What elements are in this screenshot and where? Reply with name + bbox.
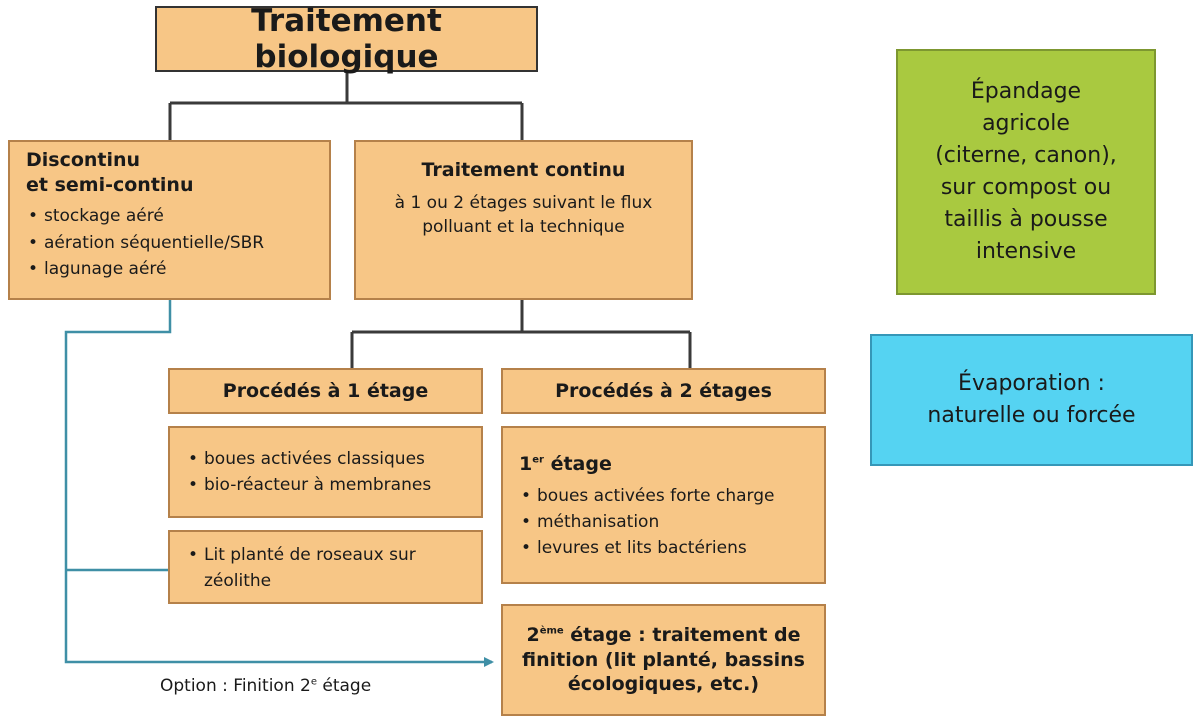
continu-box: Traitement continu à 1 ou 2 étages suiva… bbox=[354, 140, 693, 300]
option-label-sup: e bbox=[310, 676, 317, 688]
second-stage-box: 2ème étage : traitement de finition (lit… bbox=[501, 604, 826, 716]
list-item: méthanisation bbox=[519, 509, 814, 536]
discontinu-list: stockage aéré aération séquentielle/SBR … bbox=[26, 203, 315, 282]
list-item: Lit planté de roseaux sur zéolithe bbox=[186, 542, 471, 595]
first-stage-box: 1er étage boues activées forte charge mé… bbox=[501, 426, 826, 584]
list-item: bio-réacteur à membranes bbox=[186, 472, 471, 499]
discontinu-title-line2: et semi-continu bbox=[26, 173, 194, 196]
discontinu-title-line1: Discontinu bbox=[26, 149, 141, 171]
option-label-prefix: Option : Finition 2 bbox=[160, 676, 311, 696]
list-item: lagunage aéré bbox=[26, 256, 315, 283]
first-stage-number: 1 bbox=[519, 453, 533, 475]
evaporation-box: Évaporation : naturelle ou forcée bbox=[870, 334, 1193, 466]
option-label: Option : Finition 2e étage bbox=[160, 676, 371, 696]
reed-bed-box: Lit planté de roseaux sur zéolithe bbox=[168, 530, 483, 604]
root-title: Traitement biologique bbox=[251, 3, 442, 75]
epandage-line: Épandage bbox=[970, 79, 1082, 105]
discontinu-box: Discontinu et semi-continu stockage aéré… bbox=[8, 140, 331, 300]
continu-connector bbox=[350, 300, 692, 368]
continu-text-line1: à 1 ou 2 étages suivant le flux bbox=[394, 192, 653, 213]
root-connector bbox=[168, 72, 524, 140]
list-item: stockage aéré bbox=[26, 203, 315, 230]
list-item: levures et lits bactériens bbox=[519, 535, 814, 562]
option-arrow bbox=[64, 300, 494, 667]
two-stage-title: Procédés à 2 étages bbox=[555, 379, 772, 402]
epandage-line: agricole bbox=[982, 111, 1070, 137]
epandage-box: Épandage agricole (citerne, canon), sur … bbox=[896, 49, 1156, 295]
list-item: boues activées forte charge bbox=[519, 483, 814, 510]
epandage-line: (citerne, canon), bbox=[935, 143, 1117, 169]
reed-bed-list: Lit planté de roseaux sur zéolithe bbox=[186, 542, 471, 595]
epandage-text: Épandage agricole (citerne, canon), sur … bbox=[935, 76, 1117, 267]
root-box: Traitement biologique bbox=[155, 3, 538, 75]
first-stage-title: 1er étage bbox=[519, 452, 814, 477]
one-stage-list: boues activées classiques bio-réacteur à… bbox=[186, 446, 471, 499]
list-item: aération séquentielle/SBR bbox=[26, 230, 315, 257]
continu-title: Traitement continu bbox=[421, 159, 626, 181]
one-stage-list-box: boues activées classiques bio-réacteur à… bbox=[168, 426, 483, 518]
reed-bed-line2: zéolithe bbox=[204, 571, 272, 592]
evaporation-line1: Évaporation : bbox=[958, 371, 1105, 397]
option-label-suffix: étage bbox=[316, 676, 372, 696]
reed-bed-line1: Lit planté de roseaux sur bbox=[204, 545, 416, 565]
epandage-line: taillis à pousse bbox=[944, 206, 1108, 232]
list-item: boues activées classiques bbox=[186, 446, 471, 473]
second-stage-sup: ème bbox=[539, 625, 564, 637]
second-stage-text: étage : traitement de bbox=[563, 623, 801, 646]
second-stage-line2: finition (lit planté, bassins bbox=[522, 648, 805, 671]
two-stage-header: Procédés à 2 étages bbox=[501, 368, 826, 414]
second-stage-number: 2 bbox=[526, 623, 540, 646]
first-stage-list: boues activées forte charge méthanisatio… bbox=[519, 483, 814, 562]
evaporation-line2: naturelle ou forcée bbox=[927, 403, 1136, 428]
first-stage-word: étage bbox=[543, 453, 612, 475]
continu-text-line2: polluant et la technique bbox=[422, 217, 625, 238]
epandage-line: intensive bbox=[975, 238, 1077, 264]
evaporation-text: Évaporation : naturelle ou forcée bbox=[927, 368, 1135, 432]
one-stage-header: Procédés à 1 étage bbox=[168, 368, 483, 414]
second-stage-line1: 2ème étage : traitement de bbox=[526, 623, 800, 648]
first-stage-sup: er bbox=[532, 454, 544, 466]
one-stage-title: Procédés à 1 étage bbox=[222, 379, 429, 402]
second-stage-line3: écologiques, etc.) bbox=[567, 673, 760, 696]
epandage-line: sur compost ou bbox=[940, 175, 1112, 200]
